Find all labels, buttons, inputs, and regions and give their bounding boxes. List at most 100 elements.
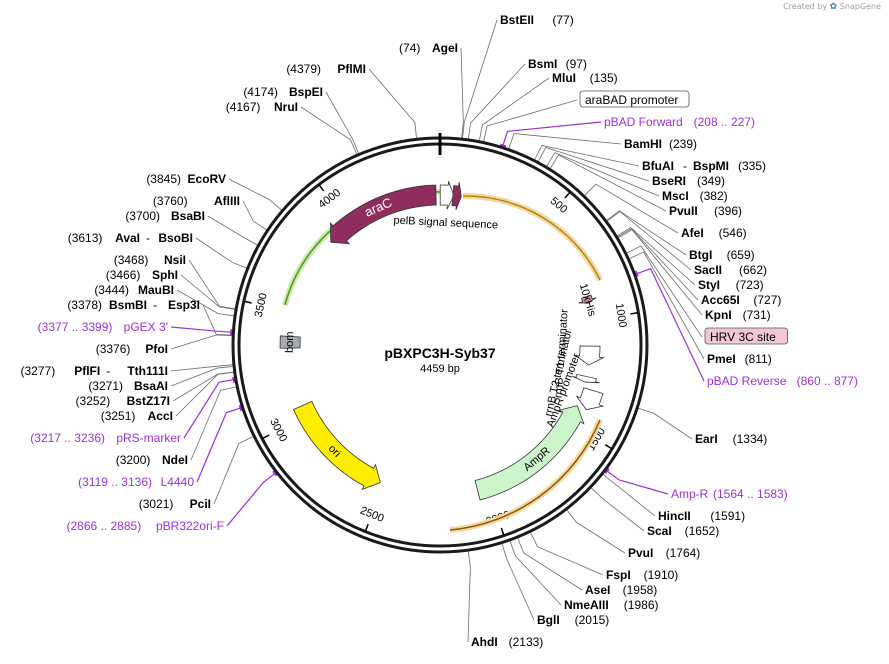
primer-prs-marker[interactable]: pRS-marker(3217 .. 3236): [30, 431, 181, 445]
primer-pbr322ori-f[interactable]: pBR322ori-F(2866 .. 2885): [66, 519, 224, 533]
site-styi[interactable]: StyI(723): [698, 278, 764, 292]
site-eari[interactable]: EarI(1334): [695, 432, 767, 446]
annotation-box: [579, 90, 690, 108]
primer-amp-r[interactable]: Amp-R(1564 .. 1583): [671, 487, 788, 501]
site-name: EcoRV: [188, 172, 226, 186]
leader-line: [300, 106, 358, 155]
site-sphi[interactable]: SphI(3466): [106, 268, 178, 282]
leader-line: [207, 215, 258, 246]
site-bsteii[interactable]: BstEII(77): [500, 13, 574, 27]
site-name: BtgI: [689, 248, 712, 262]
snapgene-logo-icon: ✿: [829, 2, 838, 12]
site-maubi[interactable]: MauBI(3444): [94, 283, 174, 297]
site-msci[interactable]: MscI(382): [662, 189, 728, 203]
site-avai[interactable]: BsoBI-AvaI(3613): [68, 231, 193, 245]
site-ecorv[interactable]: EcoRV(3845): [146, 172, 226, 186]
site-nmeaiii[interactable]: NmeAIII(1986): [564, 598, 658, 612]
site-agei[interactable]: AgeI(74): [399, 41, 458, 55]
leader-line: [175, 371, 234, 417]
site-sacii[interactable]: SacII(662): [694, 263, 767, 277]
feature-arrow: [293, 400, 381, 491]
site-afliii[interactable]: AflIII(3760): [153, 194, 240, 208]
site-bgli[interactable]: BglI(2015): [537, 613, 609, 627]
annotation-hrv-3c-site[interactable]: HRV 3C site: [704, 327, 788, 345]
site-btgi[interactable]: BtgI(659): [689, 248, 755, 262]
site-position: (1764): [666, 546, 701, 560]
site-name: NsiI: [164, 253, 186, 267]
feature-segment[interactable]: [451, 182, 462, 211]
primer-l4440[interactable]: L4440(3119 .. 3136): [78, 475, 194, 489]
ruler-tick-label: 4000: [316, 187, 343, 211]
leader-line: [590, 487, 645, 532]
site-position: (239): [669, 137, 697, 151]
site-name: SphI: [152, 268, 178, 282]
site-position: (135): [590, 71, 618, 85]
site-afei[interactable]: AfeI(546): [681, 226, 747, 240]
annotation-arabad-promoter[interactable]: araBAD promoter: [579, 90, 690, 108]
plasmid-name: pBXPC3H-Syb37: [384, 345, 495, 361]
feature-10xhis[interactable]: 10xHis: [577, 282, 598, 318]
feature-pelb-signal-sequence[interactable]: pelB signal sequence: [393, 181, 498, 232]
primer-name: pBAD Forward: [604, 115, 683, 129]
site-bfuai[interactable]: BfuAI-BspMI(335): [642, 159, 766, 173]
site-pmei[interactable]: PmeI(811): [707, 352, 772, 366]
site-bseri[interactable]: BseRI(349): [652, 174, 725, 188]
site-name: BstEII: [500, 13, 534, 27]
site-bstz17i[interactable]: BstZ17I(3252): [76, 394, 170, 408]
site-position: (4167): [226, 100, 261, 114]
site-mlui[interactable]: MluI(135): [552, 71, 618, 85]
site-position: (3376): [96, 342, 131, 356]
ruler-tick-label: 2500: [358, 505, 385, 525]
site-separator: -: [153, 298, 157, 312]
site-position: (3277): [21, 364, 56, 378]
leader-line: [501, 543, 535, 621]
site-kpni[interactable]: KpnI(731): [705, 308, 771, 322]
feature-arac[interactable]: araC: [330, 184, 437, 245]
primer-range: (3377 .. 3399): [38, 320, 113, 334]
site-nsii[interactable]: NsiI(3468): [114, 253, 186, 267]
site-pflfi[interactable]: Tth111I-PflFI(3277): [21, 364, 168, 378]
feature-arrow: [574, 345, 605, 366]
site-name: ScaI: [647, 524, 672, 538]
site-bsmbi[interactable]: Esp3I-BsmBI(3378): [67, 298, 200, 312]
site-position: (335): [738, 159, 766, 173]
site-scai[interactable]: ScaI (1652): [647, 524, 719, 538]
feature-arrow: [330, 184, 437, 245]
site-nrui[interactable]: NruI(4167): [226, 100, 298, 114]
site-bsabi[interactable]: BsaBI(3700): [125, 209, 205, 223]
feature-ampr[interactable]: AmpR: [474, 405, 585, 501]
site-position: (3760): [153, 194, 188, 208]
primer-pbad-reverse[interactable]: pBAD Reverse(860 .. 877): [707, 374, 858, 388]
site-bsaai[interactable]: BsaAI(3271): [88, 379, 168, 393]
site-pvuii[interactable]: PvuII(396): [669, 204, 742, 218]
feature-ori[interactable]: ori: [293, 400, 381, 491]
site-bamhi[interactable]: BamHI(239): [624, 137, 697, 151]
site-hincii[interactable]: HincII(1591): [658, 509, 745, 523]
site-asei[interactable]: AseI(1958): [585, 583, 657, 597]
site-position: (382): [700, 189, 728, 203]
site-bsmi[interactable]: BsmI(97): [528, 57, 587, 71]
annotation-label: HRV 3C site: [710, 330, 776, 344]
primer-pgex-3[interactable]: pGEX 3' (3377 .. 3399): [38, 320, 168, 334]
site-ndei[interactable]: NdeI(3200): [116, 453, 188, 467]
leader-line: [462, 19, 498, 139]
site-acci[interactable]: AccI(3251): [101, 409, 173, 423]
site-pfoi[interactable]: PfoI(3376): [96, 342, 168, 356]
site-name: Acc65I: [701, 293, 740, 307]
plasmid-backbone: [231, 133, 649, 554]
site-ahdi[interactable]: AhdI(2133): [471, 635, 543, 649]
site-bspei[interactable]: BspEI(4174): [243, 85, 323, 99]
feature-bom[interactable]: bom: [279, 331, 301, 353]
site-name: AccI: [148, 409, 173, 423]
site-position: (1652): [685, 524, 720, 538]
site-pvui[interactable]: PvuI(1764): [628, 546, 700, 560]
site-acc65i[interactable]: Acc65I(727): [701, 293, 781, 307]
primer-name: pGEX 3': [124, 320, 168, 334]
site-fspi[interactable]: FspI(1910): [606, 568, 678, 582]
site-name: PflFI: [74, 364, 100, 378]
site-pflmi[interactable]: PflMI(4379): [286, 62, 366, 76]
primer-pbad-forward[interactable]: pBAD Forward(208 .. 227): [604, 115, 755, 129]
leader-line: [509, 540, 562, 606]
site-pcii[interactable]: PciI(3021): [139, 497, 211, 511]
site-name: BseRI: [652, 174, 686, 188]
